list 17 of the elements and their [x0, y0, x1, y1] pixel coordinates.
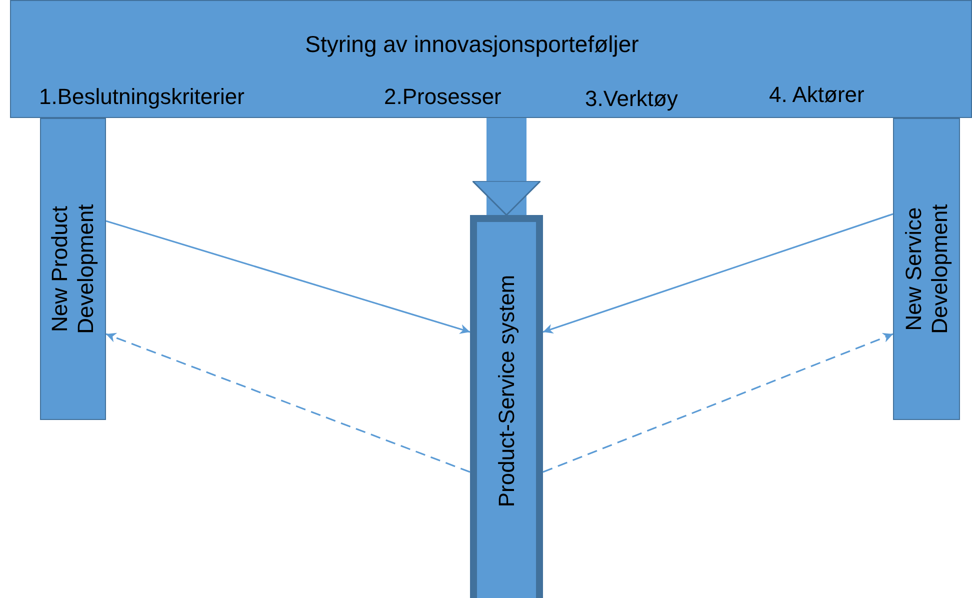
header-bar — [10, 0, 972, 118]
criterion-label: 1.Beslutningskriterier — [39, 84, 244, 110]
arrow — [542, 333, 894, 473]
arrow — [542, 213, 894, 334]
arrow — [106, 220, 470, 334]
column-label: New Service Development — [900, 203, 952, 336]
criterion-label: 2.Prosesser — [384, 84, 502, 110]
criterion-label: 3.Verktøy — [585, 86, 678, 112]
block-arrow — [472, 118, 542, 216]
criterion-label: 4. Aktører — [769, 82, 864, 108]
column-label: New Product Development — [47, 203, 99, 336]
arrow — [106, 332, 470, 473]
center-column-box — [470, 215, 543, 598]
column-label: Product-Service system — [494, 274, 520, 510]
header-title: Styring av innovasjonsporteføljer — [305, 31, 639, 58]
side-column-box — [40, 118, 106, 420]
side-column-box — [893, 118, 960, 420]
